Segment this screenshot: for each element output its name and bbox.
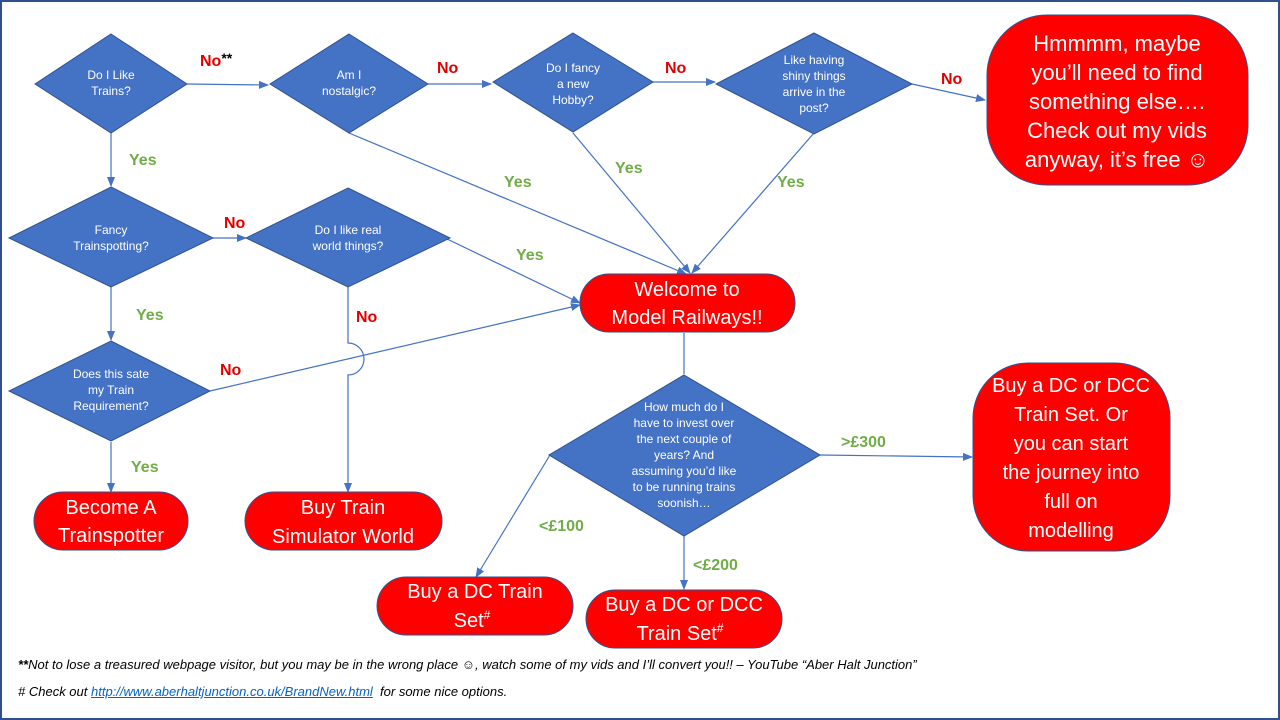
label-under200: <£200 — [693, 557, 738, 574]
footnote-1-text: Not to lose a treasured webpage visitor,… — [28, 657, 917, 672]
footnote-2-suffix: for some nice options. — [372, 684, 508, 699]
label-yes-nostalgic: Yes — [504, 174, 532, 191]
connector-like-to-nostalgic — [186, 80, 269, 89]
connector-invest-to-full — [819, 452, 973, 461]
connector-hobby-to-welcome — [572, 132, 691, 274]
label-yes-hobby: Yes — [615, 160, 643, 177]
label-yes-shiny: Yes — [777, 174, 805, 191]
connector-shiny-to-else — [911, 83, 986, 102]
connector-real-to-simulator — [344, 287, 365, 493]
svg-text:Set#: Set# — [454, 608, 491, 632]
label-yes-sate: Yes — [131, 459, 159, 476]
label-over300: >£300 — [841, 434, 886, 451]
footnote-2-prefix: # Check out — [18, 684, 91, 699]
label-no-hobby: No — [665, 60, 687, 77]
label-no-star: No** — [200, 50, 233, 70]
label-no-nostalgic: No — [437, 60, 459, 77]
footnote-1: **Not to lose a treasured webpage visito… — [18, 657, 917, 672]
connector-real-to-welcome — [444, 237, 581, 304]
label-no-shiny: No — [941, 71, 963, 88]
terminal-dc-dcc-set: Buy a DC or DCC Train Set# — [585, 589, 783, 649]
footnote-1-marker: ** — [18, 657, 29, 672]
svg-text:Train Set#: Train Set# — [636, 621, 723, 645]
label-yes-trainspotting: Yes — [136, 307, 164, 324]
svg-text:Buy a DC or DCC: Buy a DC or DCC — [605, 594, 763, 616]
label-no-sate: No — [220, 362, 242, 379]
label-under100: <£100 — [539, 518, 584, 535]
connector-shiny-to-welcome — [691, 132, 815, 274]
svg-text:Buy a DC Train: Buy a DC Train — [407, 581, 543, 603]
connector-sate-to-welcome — [209, 303, 581, 392]
connector-invest-to-dc — [475, 454, 551, 578]
connectors — [107, 78, 986, 590]
brand-new-link[interactable]: http://www.aberhaltjunction.co.uk/BrandN… — [91, 684, 373, 699]
label-yes-like: Yes — [129, 152, 157, 169]
terminal-dc-set: Buy a DC Train Set# — [376, 576, 574, 636]
label-no-real: No — [356, 309, 378, 326]
label-no-trainspotting: No — [224, 215, 246, 232]
footnote-2: # Check out http://www.aberhaltjunction.… — [18, 684, 507, 699]
connector-nostalgic-to-welcome — [348, 132, 687, 275]
label-yes-real: Yes — [516, 247, 544, 264]
